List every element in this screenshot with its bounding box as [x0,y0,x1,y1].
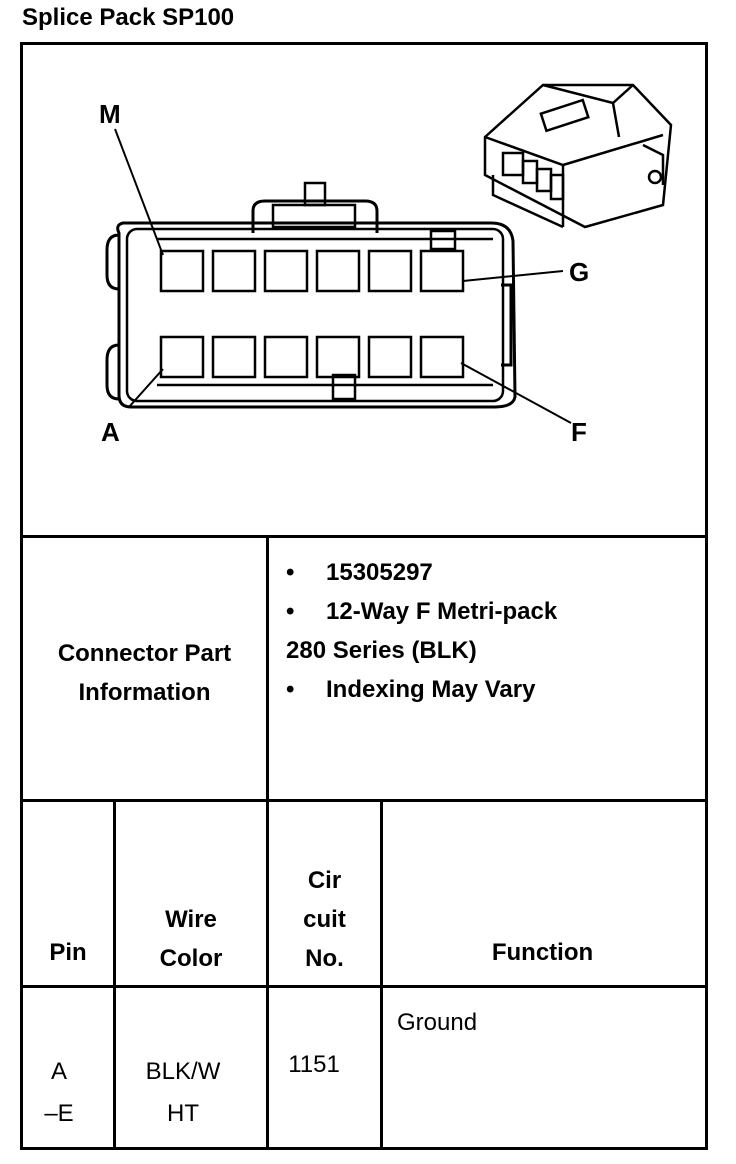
divider-diagram [20,535,708,538]
divider-circuit-col [380,799,383,1147]
connector-info-bullet-2: •12-Way F Metri-pack [286,598,558,625]
connector-info-type: 12-Way F Metri-pack [326,598,558,625]
row-wire-color: BLK/W HT [116,1051,250,1135]
header-function: Function [491,939,594,966]
row-wire-color-line1: BLK/W [145,1058,221,1085]
connector-face-drawing-icon [105,83,673,424]
divider-color-col [266,799,269,1147]
divider-info-col [266,535,269,802]
connector-info-indexing: Indexing May Vary [326,676,536,703]
divider-header [20,985,708,988]
header-circuit-line2: cuit [303,906,346,933]
connector-info-series: 280 Series (BLK) [286,637,477,664]
header-circuit-line3: No. [305,945,344,972]
header-wire-color-line1: Wire [165,906,217,933]
diagram-label-m: M [99,99,121,129]
diagram-label-a: A [101,417,120,447]
header-pin: Pin [49,939,87,966]
diagram-label-f: F [571,417,587,447]
header-wire-color-line2: Color [159,945,223,972]
row-wire-color-line2: HT [167,1100,199,1127]
header-circuit-line1: Cir [307,867,342,894]
connector-info-bullet-3: •Indexing May Vary [286,676,536,703]
header-circuit-no: Cir cuit No. [269,861,380,978]
row-pin: A –E [23,1051,95,1135]
connector-info-label-line2: Information [78,679,211,706]
connector-diagram: M G A F [23,45,705,535]
connector-info-part-number: 15305297 [326,559,433,586]
row-circuit: 1151 [288,1051,340,1078]
connector-info-bullet-2-cont: 280 Series (BLK) [286,637,477,665]
row-pin-line1: A [50,1058,67,1085]
connector-info-label: Connector Part Information [23,634,266,712]
connector-info-bullet-1: •15305297 [286,559,433,586]
divider-pin-col [113,799,116,1147]
row-pin-line2: –E [44,1100,74,1127]
divider-info [20,799,708,802]
connector-3d-drawing-icon [483,83,673,229]
header-wire-color: Wire Color [116,900,266,978]
row-function: Ground [397,1009,478,1036]
connector-table-frame [20,42,708,1150]
connector-info-label-line1: Connector Part [57,640,232,667]
page-title: Splice Pack SP100 [22,4,235,31]
diagram-label-g: G [569,257,590,287]
